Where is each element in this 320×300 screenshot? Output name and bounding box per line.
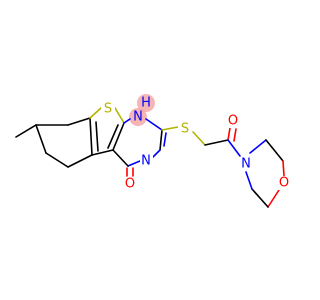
- bond-morph-o-top: [282, 160, 285, 177]
- bond-morph-top: [265, 139, 284, 162]
- atom-oxygen-ketone: O: [125, 177, 135, 192]
- bond-methyl: [15, 124, 37, 138]
- bond-c-c-fused-double: [95, 121, 99, 152]
- bond-s-ch2: [192, 131, 206, 146]
- bond-thio-c-c: [112, 122, 125, 151]
- bond-c-nh: [123, 118, 131, 124]
- highlight-nh-nitrogen: [129, 108, 147, 126]
- bond-morph-n-bottom: [245, 171, 253, 190]
- bond-ch2-ring-bottom: [67, 154, 93, 168]
- bond-ch-ch2-bottom: [35, 124, 47, 154]
- bond-ch2-ring-top: [67, 117, 91, 126]
- atom-nitrogen-morpholine: N: [241, 157, 251, 172]
- bond-co-o-double: [233, 128, 237, 142]
- bond-ch2-bottom: [45, 152, 69, 168]
- bond-co-o: [227, 127, 231, 141]
- atom-sulfur-ring: S: [104, 102, 112, 117]
- atom-sulfur-thioether: S: [181, 122, 189, 137]
- bond-c2-n3-left: [159, 129, 163, 151]
- bond-c-c-fused: [89, 117, 93, 156]
- bond-c2-n3-double: [163, 132, 167, 147]
- bond-co-n: [227, 139, 241, 157]
- atom-oxygen-morpholine: O: [279, 176, 289, 191]
- atom-nitrogen-nh: N: [133, 110, 143, 125]
- bond-c2-s: [161, 126, 179, 131]
- molecule-structure: S H N N S O O N O: [15, 94, 291, 208]
- atom-hydrogen-nh: H: [141, 96, 151, 111]
- bond-morph-bottom: [251, 188, 269, 208]
- bond-n3-c4: [127, 160, 141, 167]
- bond-s-c-right: [114, 107, 125, 124]
- highlight-nh-hydrogen: [137, 94, 155, 112]
- bond-fused-bottom: [91, 149, 114, 156]
- bond-c4-c4a: [112, 149, 129, 167]
- bond-morph-n-top: [249, 139, 267, 154]
- bond-c-s-left: [89, 107, 102, 119]
- bond-c2-n3: [151, 149, 161, 159]
- bond-thio-c-c-double: [107, 124, 119, 149]
- bond-nh-c2: [145, 118, 163, 131]
- bond-morph-o-bottom: [267, 189, 280, 208]
- bond-ch2-co: [204, 139, 229, 146]
- atom-nitrogen-ring: N: [141, 154, 151, 169]
- atom-oxygen-amide: O: [228, 114, 238, 129]
